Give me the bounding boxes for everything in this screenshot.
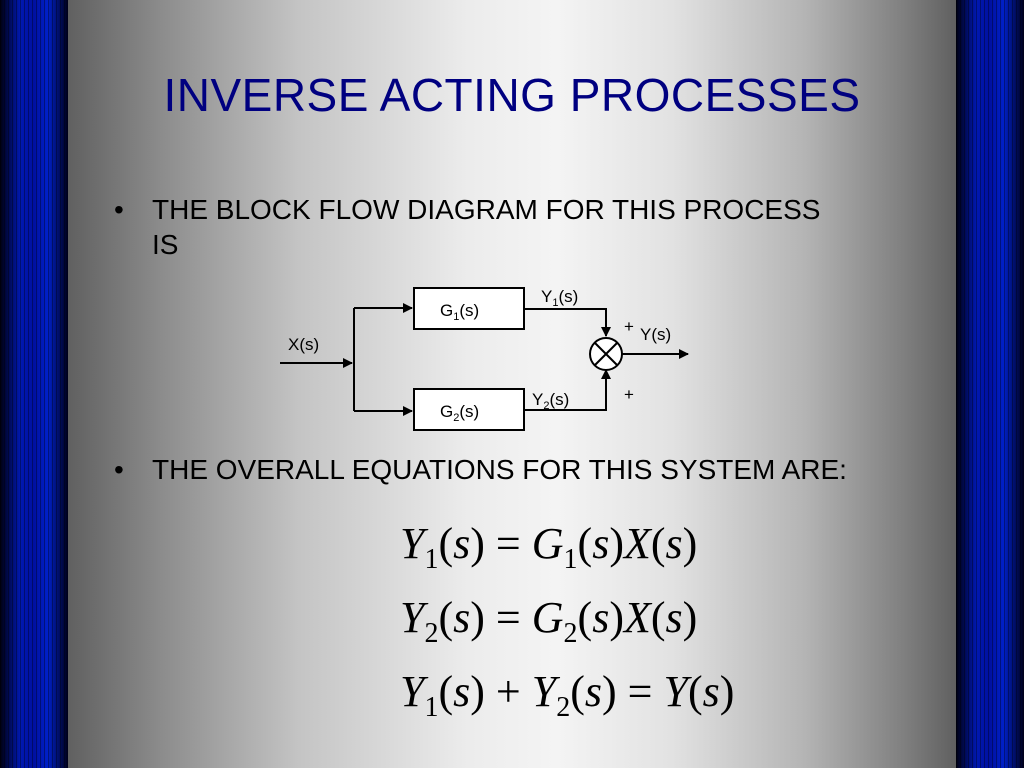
output-label: Y(s)	[640, 325, 671, 344]
block-flow-diagram: X(s) G1(s) G2(s) Y1(s) Y2(s) + Y(s) +	[280, 287, 689, 431]
summing-cross-2	[594, 342, 618, 366]
bullet-equations: • THE OVERALL EQUATIONS FOR THIS SYSTEM …	[114, 452, 852, 487]
slide-title: INVERSE ACTING PROCESSES	[163, 69, 861, 121]
bullet-text: THE OVERALL EQUATIONS FOR THIS SYSTEM AR…	[152, 454, 847, 485]
sign-bottom: +	[624, 385, 634, 404]
right-border-decoration	[956, 0, 1024, 768]
y1-label: Y1(s)	[541, 287, 578, 309]
y1-signal-line	[524, 308, 611, 337]
bullet-block-diagram: • THE BLOCK FLOW DIAGRAM FOR THIS PROCES…	[114, 192, 852, 262]
equation-3: Y1(s) + Y2(s) = Y(s)	[400, 667, 735, 723]
slide: INVERSE ACTING PROCESSES • THE BLOCK FLO…	[68, 0, 956, 768]
left-border-decoration	[0, 0, 68, 768]
block-g2	[413, 388, 525, 431]
y2-label: Y2(s)	[532, 390, 569, 412]
block-g1	[413, 287, 525, 330]
block-g2-label: G2(s)	[440, 402, 479, 424]
equation-1: Y1(s) = G1(s)X(s)	[400, 519, 698, 575]
bullet-marker: •	[114, 194, 124, 225]
y2-signal-line	[524, 369, 611, 411]
bullet-marker: •	[114, 454, 124, 485]
equation-2: Y2(s) = G2(s)X(s)	[400, 593, 698, 649]
block-g1-label: G1(s)	[440, 301, 479, 323]
input-label: X(s)	[288, 335, 319, 354]
bullet-text: THE BLOCK FLOW DIAGRAM FOR THIS PROCESS …	[152, 194, 821, 260]
sign-top: +	[624, 317, 634, 336]
